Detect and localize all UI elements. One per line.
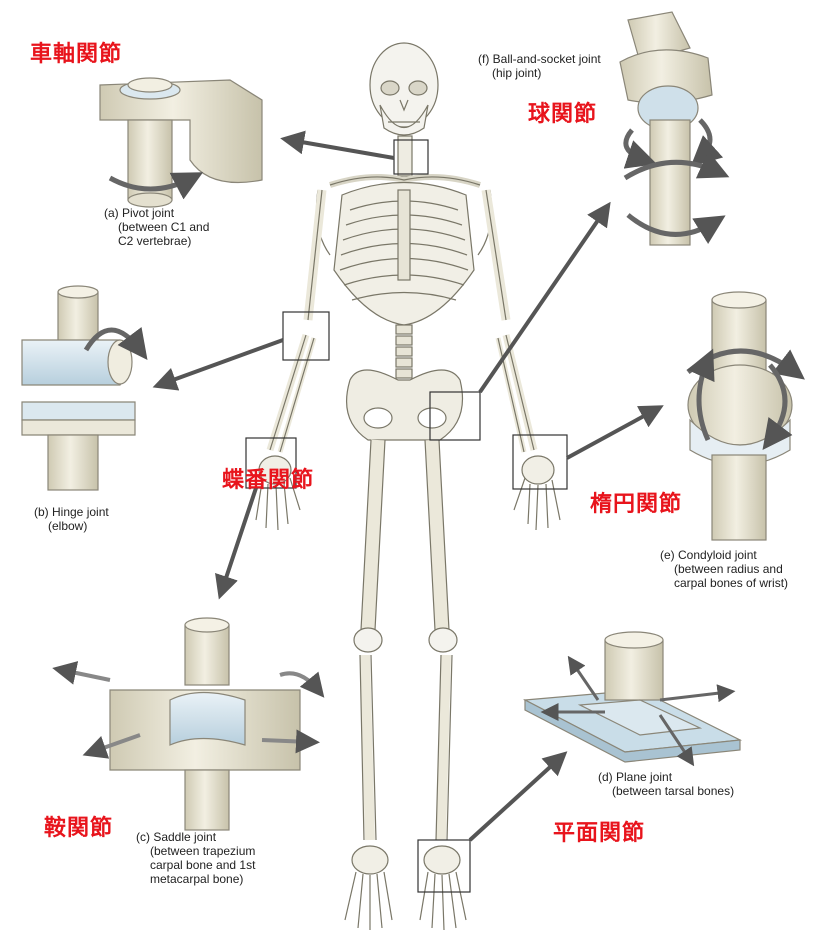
ball-socket-joint-illustration — [619, 11, 730, 246]
condyloid-joint-caption: (e) Condyloid joint (between radius and … — [660, 548, 789, 590]
saddle-joint-jp-label: 鞍関節 — [44, 816, 114, 841]
plane-joint-jp-label: 平面関節 — [553, 821, 646, 846]
pivot-joint-jp-label: 車軸関節 — [30, 42, 123, 67]
pivot-joint-caption: (a) Pivot joint (between C1 and C2 verte… — [104, 206, 210, 248]
highlight-boxes — [245, 139, 568, 893]
pointer-arrows — [152, 130, 664, 842]
ball-joint-jp-label: 球関節 — [528, 102, 598, 127]
arrow-ball — [478, 201, 611, 394]
left-hand — [255, 455, 301, 531]
condyloid-box — [512, 434, 568, 490]
arrow-plane — [468, 751, 568, 842]
saddle-box — [245, 437, 297, 489]
pelvis — [346, 369, 464, 441]
hinge-box — [282, 311, 330, 361]
hinge-joint-caption: (b) Hinge joint (elbow) — [34, 505, 109, 533]
ball-joint-caption: (f) Ball-and-socket joint (hip joint) — [478, 52, 601, 80]
hinge-joint-illustration — [21, 285, 148, 491]
saddle-joint-illustration — [52, 617, 325, 831]
ball-box — [429, 391, 481, 441]
plane-joint-illustration — [522, 631, 743, 767]
left-foot — [344, 845, 393, 930]
plane-joint-caption: (d) Plane joint (between tarsal bones) — [598, 770, 735, 798]
pivot-joint-illustration — [99, 77, 263, 208]
arrow-pivot — [280, 130, 395, 160]
skull — [369, 42, 439, 128]
arrow-saddle — [215, 487, 258, 600]
skeleton — [255, 42, 561, 931]
arrow-condyloid — [566, 405, 664, 460]
saddle-joint-caption: (c) Saddle joint (between trapezium carp… — [136, 830, 256, 886]
arrow-hinge — [152, 338, 284, 391]
plane-box — [417, 839, 471, 893]
right-hand — [513, 455, 561, 531]
condyloid-joint-illustration — [686, 291, 805, 541]
right-foot — [419, 845, 467, 931]
condyloid-joint-jp-label: 楕円関節 — [590, 492, 683, 517]
spine — [395, 324, 413, 379]
hinge-joint-jp-label: 蝶番関節 — [222, 468, 315, 493]
